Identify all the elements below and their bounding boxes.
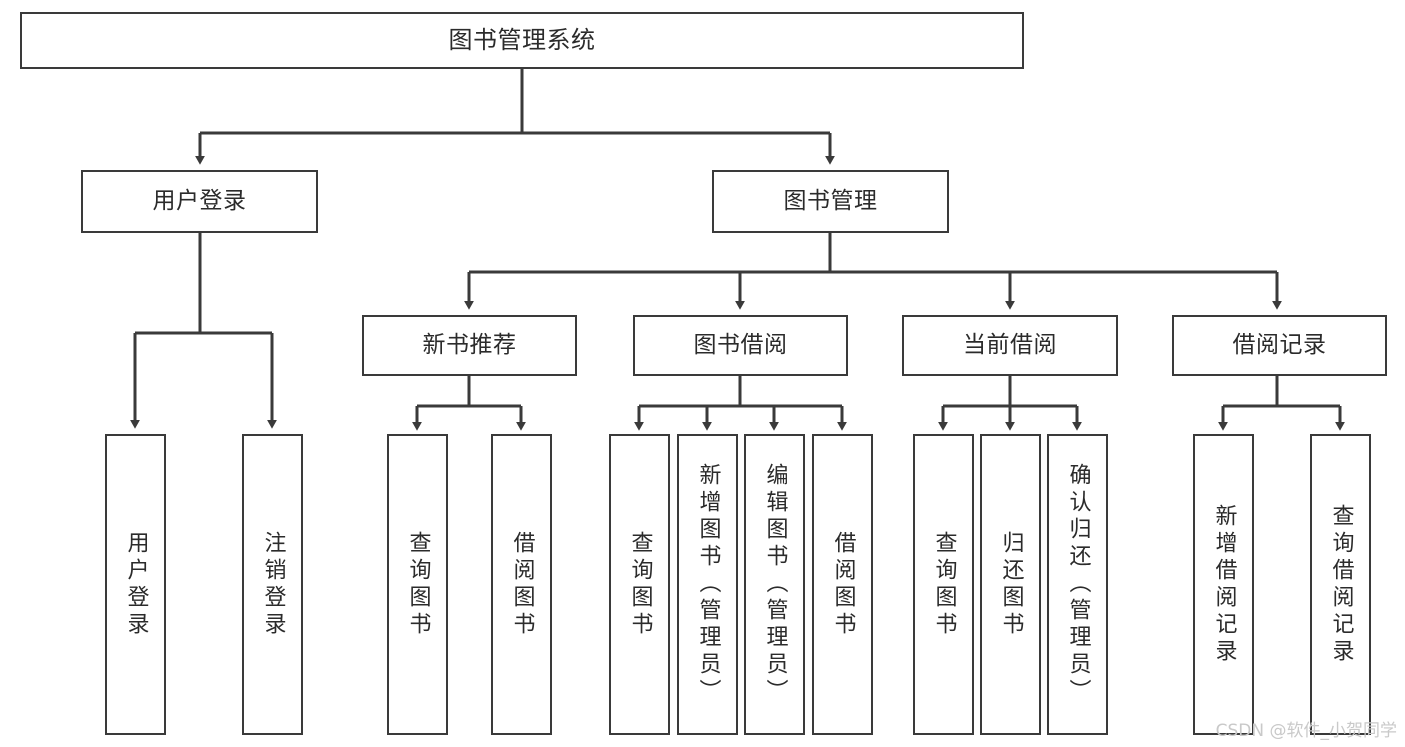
node-book-borrowing[interactable]: 图书借阅 <box>633 315 848 376</box>
node-user-login[interactable]: 用户登录 <box>81 170 318 233</box>
leaf-borrow-query-book[interactable]: 查询图书 <box>609 434 670 735</box>
leaf-borrow-add-book-admin[interactable]: 新增图书（管理员） <box>677 434 738 735</box>
node-label: 当前借阅 <box>963 331 1057 358</box>
node-label: 新书推荐 <box>422 331 517 358</box>
node-current-borrowing[interactable]: 当前借阅 <box>902 315 1118 376</box>
leaf-record-add-borrow-record[interactable]: 新增借阅记录 <box>1193 434 1254 735</box>
node-new-book-recommendation[interactable]: 新书推荐 <box>362 315 577 376</box>
leaf-user-login-logout[interactable]: 注销登录 <box>242 434 303 735</box>
node-label: 新增借阅记录 <box>1211 503 1237 666</box>
node-label: 确认归还（管理员） <box>1065 463 1091 706</box>
node-label: 用户登录 <box>123 530 149 639</box>
leaf-borrow-edit-book-admin[interactable]: 编辑图书（管理员） <box>744 434 805 735</box>
leaf-current-query-book[interactable]: 查询图书 <box>913 434 974 735</box>
node-label: 注销登录 <box>260 530 286 639</box>
node-borrowing-record[interactable]: 借阅记录 <box>1172 315 1387 376</box>
node-label: 查询图书 <box>405 530 431 639</box>
node-label: 图书借阅 <box>693 331 788 358</box>
node-label: 用户登录 <box>152 187 247 214</box>
node-label: 查询借阅记录 <box>1328 503 1354 666</box>
leaf-new-book-borrow-book[interactable]: 借阅图书 <box>491 434 552 735</box>
leaf-user-login-login[interactable]: 用户登录 <box>105 434 166 735</box>
node-label: 图书管理 <box>783 187 878 214</box>
leaf-borrow-borrow-book[interactable]: 借阅图书 <box>812 434 873 735</box>
leaf-current-return-book[interactable]: 归还图书 <box>980 434 1041 735</box>
leaf-record-query-borrow-record[interactable]: 查询借阅记录 <box>1310 434 1371 735</box>
node-label: 编辑图书（管理员） <box>762 463 788 706</box>
leaf-new-book-query-book[interactable]: 查询图书 <box>387 434 448 735</box>
node-label: 图书管理系统 <box>448 26 596 55</box>
node-label: 新增图书（管理员） <box>695 463 721 706</box>
node-label: 归还图书 <box>998 530 1024 639</box>
node-label: 查询图书 <box>931 530 957 639</box>
node-book-management[interactable]: 图书管理 <box>712 170 949 233</box>
node-label: 借阅图书 <box>830 530 856 639</box>
leaf-current-confirm-return-admin[interactable]: 确认归还（管理员） <box>1047 434 1108 735</box>
node-label: 借阅记录 <box>1232 331 1327 358</box>
node-label: 查询图书 <box>627 530 653 639</box>
node-label: 借阅图书 <box>509 530 535 639</box>
node-root-book-management-system[interactable]: 图书管理系统 <box>20 12 1024 69</box>
csdn-watermark: CSDN @软件_小贺同学 <box>1215 721 1397 741</box>
